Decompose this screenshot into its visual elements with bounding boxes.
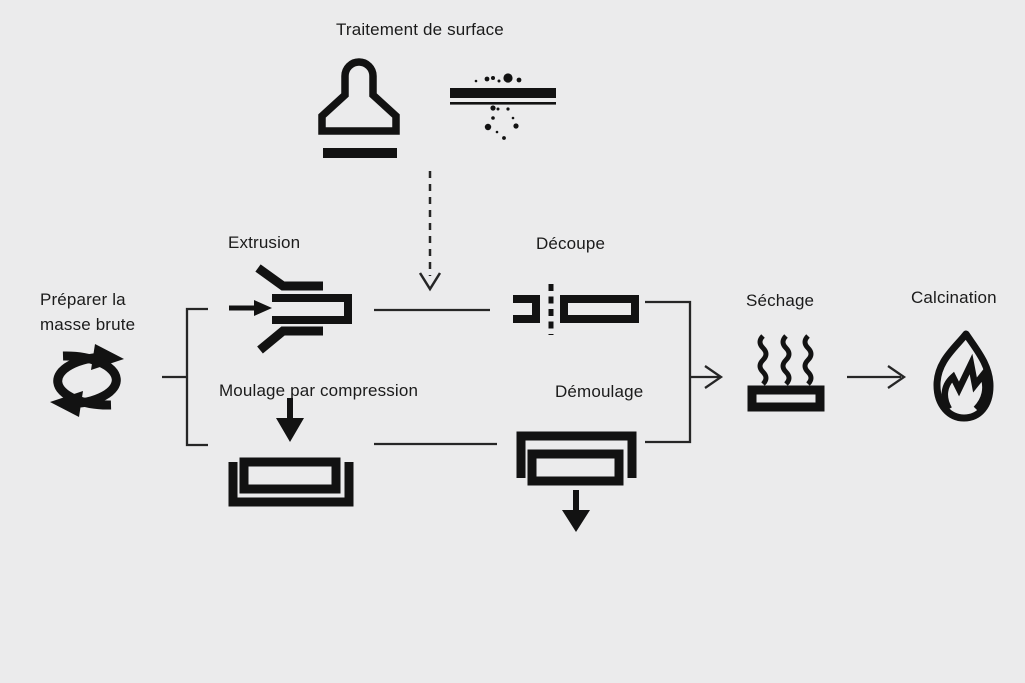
- sechage-label: Séchage: [746, 291, 815, 310]
- preparer-label-line1: Préparer la: [40, 290, 126, 309]
- traitement-label: Traitement de surface: [336, 20, 504, 39]
- demoulage-label: Démoulage: [555, 382, 644, 401]
- drying-heat-waves-icon: [744, 334, 828, 414]
- preparer-label-line2: masse brute: [40, 314, 136, 334]
- demolding-icon: [514, 428, 639, 533]
- extrusion-label: Extrusion: [228, 233, 301, 252]
- calcination-label: Calcination: [911, 288, 997, 307]
- extrusion-die-icon: [226, 262, 356, 354]
- mixing-cycle-arrows-icon: [27, 343, 147, 418]
- preparer-label: Préparer la masse brute: [40, 288, 135, 337]
- decoupe-label: Découpe: [536, 234, 606, 253]
- moulage-label: Moulage par compression: [219, 381, 419, 400]
- cutting-dashed-line-icon: [510, 282, 642, 337]
- tamper-tool-icon: [318, 54, 400, 162]
- compression-mold-icon: [225, 396, 355, 512]
- flame-icon: [928, 330, 1000, 422]
- surface-spray-icon: [448, 72, 558, 142]
